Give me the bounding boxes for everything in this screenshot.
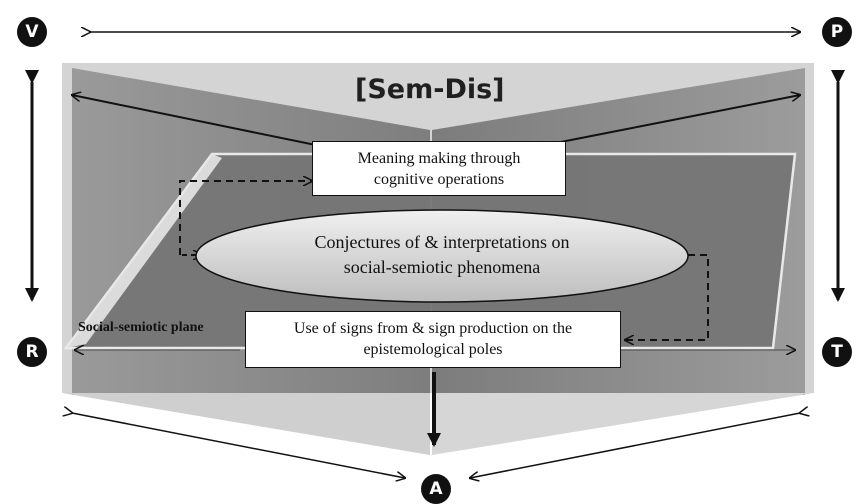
arrow-right-wall bbox=[519, 95, 800, 151]
dashed-loop-left bbox=[179, 181, 312, 255]
social-semiotic-plane-label: Social-semiotic plane bbox=[78, 320, 204, 335]
pole-v-badge: V bbox=[17, 17, 47, 47]
pole-a-badge: A bbox=[421, 474, 451, 504]
box-meaning-making-line1: Meaning making through bbox=[357, 150, 521, 167]
interpretation-ellipse bbox=[195, 209, 689, 303]
box-sign-use-line1: Use of signs from & sign production on t… bbox=[293, 320, 573, 337]
diagram-title: [Sem-Dis] bbox=[355, 74, 505, 105]
dashed-loop-right bbox=[625, 254, 709, 340]
pole-r-badge: R bbox=[17, 337, 47, 367]
arrow-t-a bbox=[470, 413, 800, 478]
box-sign-use: Use of signs from & sign production on t… bbox=[245, 311, 621, 368]
ellipse-label-line1: Conjectures of & interpretations on bbox=[314, 232, 570, 252]
arrow-left-wall bbox=[72, 95, 341, 151]
plane-highlight bbox=[66, 154, 222, 348]
pole-p-badge: P bbox=[822, 17, 852, 47]
ellipse-label: Conjectures of & interpretations on soci… bbox=[200, 230, 684, 280]
pole-t-badge: T bbox=[822, 337, 852, 367]
ellipse-label-line2: social-semiotic phenomena bbox=[343, 257, 541, 277]
box-sign-use-line2: epistemological poles bbox=[363, 341, 503, 358]
box-meaning-making-line2: cognitive operations bbox=[373, 171, 505, 188]
box-meaning-making: Meaning making through cognitive operati… bbox=[312, 141, 566, 196]
arrow-r-a bbox=[72, 413, 405, 478]
